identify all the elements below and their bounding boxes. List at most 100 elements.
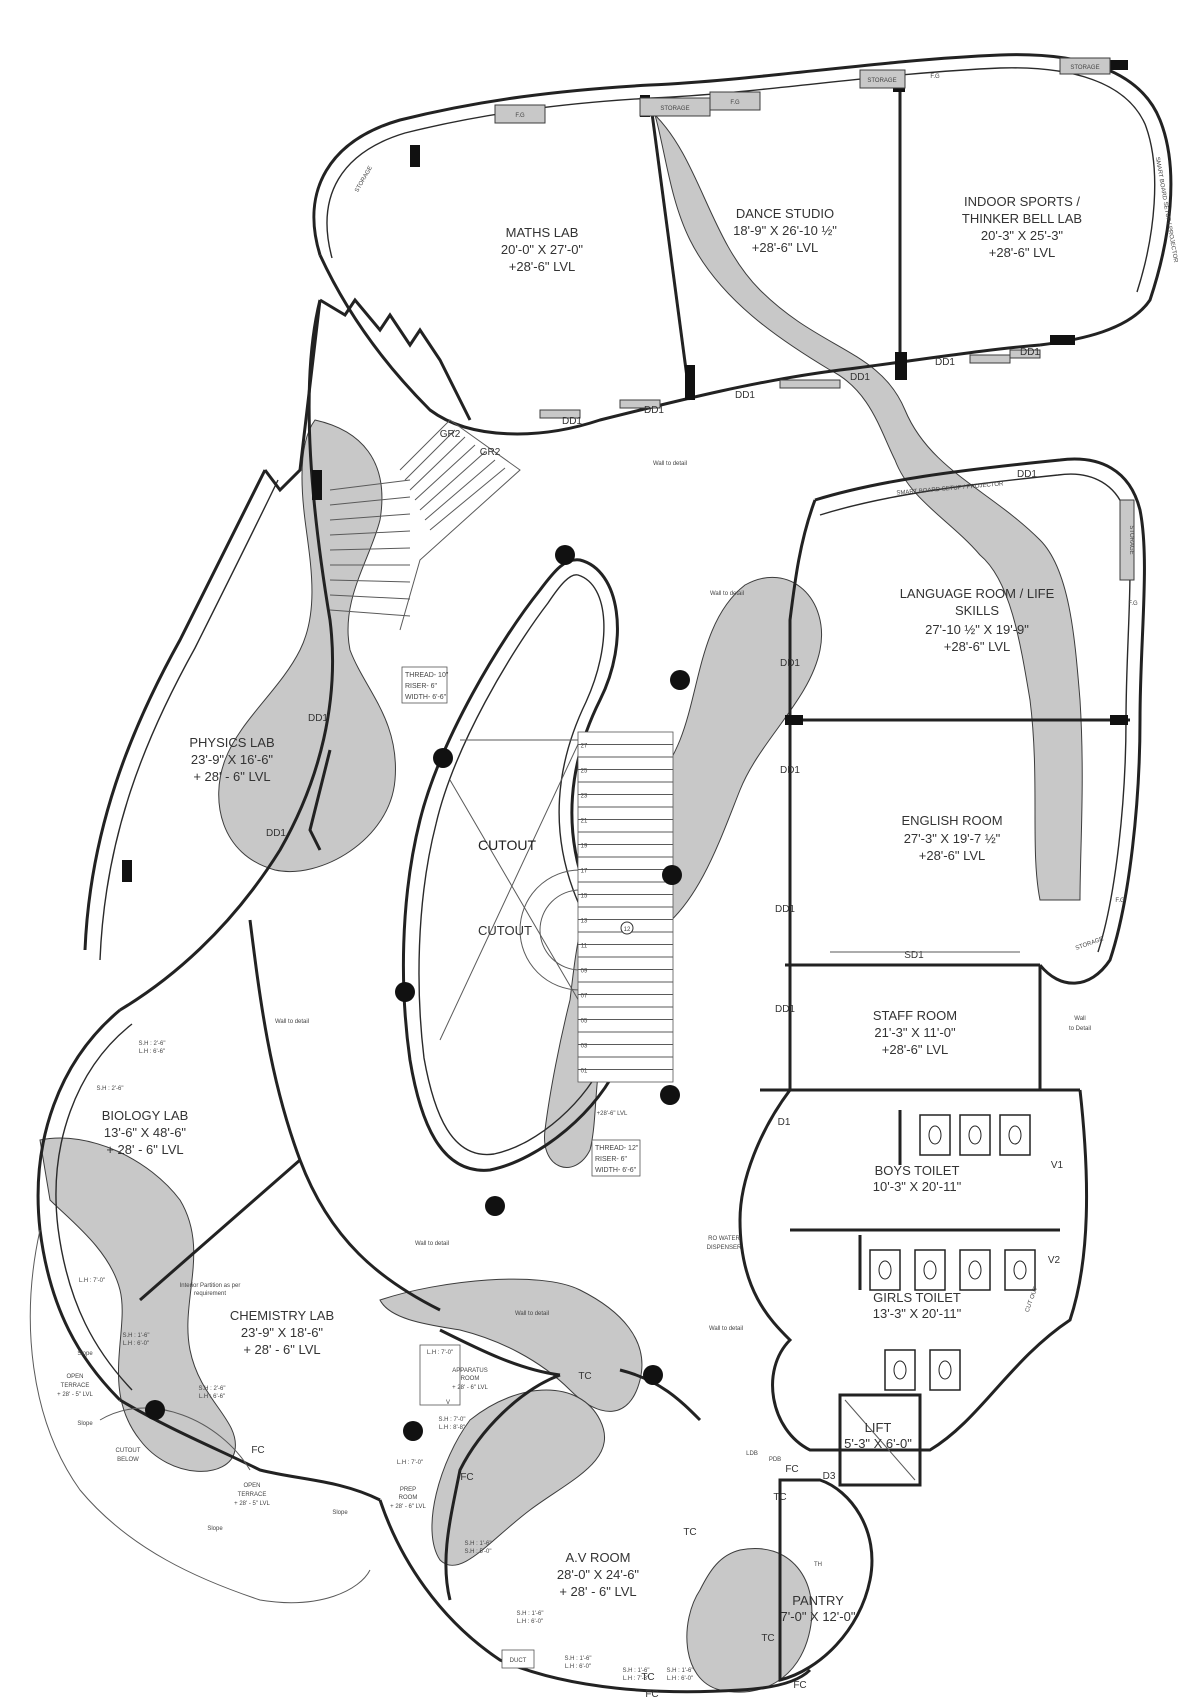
girls-toilet-name: GIRLS TOILET — [873, 1290, 961, 1305]
pantry-size: 7'-0" X 12'-0" — [781, 1609, 856, 1624]
physics-outer-glazing — [99, 479, 279, 961]
language-room-size: 27'-10 ½" X 19'-9" — [925, 622, 1029, 637]
d3-label: D3 — [823, 1471, 836, 1482]
wall-to-detail-av: Wall to detail — [515, 1311, 549, 1317]
smart-board-north-label: SMART BOARD SETUP / PROJECTOR — [1154, 156, 1179, 263]
north-wing: STORAGE F.G F.G STORAGE STORAGE F.G STOR… — [312, 53, 1179, 467]
av-east-curve — [619, 1368, 702, 1422]
wc-cubicle — [884, 1349, 916, 1391]
lh-6-6-a: L.H : 6'-6" — [139, 1049, 165, 1055]
ro-water-2: DISPENSER — [707, 1245, 742, 1251]
th-label: TH — [814, 1562, 822, 1568]
west-stair-wall-zig — [319, 297, 472, 421]
column-3 — [433, 748, 453, 768]
west-stair: GR2 GR2 — [319, 297, 521, 631]
terrace-outline-2 — [99, 1407, 251, 1471]
sh-2-6-c: S.H : 2'-6" — [199, 1386, 226, 1392]
stair-step-number: 17 — [581, 869, 588, 875]
terrace-outline — [29, 1229, 371, 1604]
lift-x-1 — [844, 1399, 916, 1481]
interior-partition-2: requirement — [194, 1291, 226, 1297]
sports-lab-level: +28'-6" LVL — [989, 245, 1056, 260]
english-room-size: 27'-3" X 19'-7 ½" — [904, 831, 1001, 846]
fg-2-label: F.G — [730, 100, 740, 106]
open-terrace-2-a: OPEN — [243, 1483, 260, 1489]
open-terrace-1-b: TERRACE — [61, 1383, 90, 1389]
central-stair-treads — [578, 744, 673, 1070]
storage-2-label: STORAGE — [867, 78, 896, 84]
lift-pantry: LIFT 5'-3" X 6'-0" PANTRY 7'-0" X 12'-0"… — [746, 1393, 922, 1691]
dd1-label-north-6: DD1 — [1020, 347, 1040, 358]
tc-av-1: TC — [578, 1371, 591, 1382]
south-west-labs: BIOLOGY LAB 13'-6" X 48'-6" + 28' - 6" L… — [29, 919, 549, 1604]
wall-to-detail-mid: Wall to detail — [415, 1241, 449, 1247]
zone-av-fc — [431, 1389, 606, 1566]
circulation-zones — [39, 113, 1083, 1693]
av-inner-curve — [444, 1373, 561, 1601]
wc-cubicle — [929, 1349, 961, 1391]
lh-5-0-prep: S.H : 5'-0" — [465, 1549, 492, 1555]
physics-pier-2 — [312, 470, 322, 500]
column-1 — [555, 545, 575, 565]
pier-5 — [410, 145, 420, 167]
apparatus-level: + 28' - 6" LVL — [452, 1385, 488, 1391]
dd1-label-north-2: DD1 — [644, 405, 664, 416]
east-pier-1 — [1110, 715, 1128, 725]
staff-room-level: +28'-6" LVL — [882, 1042, 949, 1057]
physics-lab-name: PHYSICS LAB — [189, 735, 274, 750]
fc-sw: FC — [251, 1445, 264, 1456]
zone-biology-chem — [39, 1137, 236, 1472]
fg-1-label: F.G — [515, 113, 525, 119]
biology-lab-level: + 28' - 6" LVL — [106, 1142, 183, 1157]
zone-wall-detail — [379, 1278, 643, 1412]
prep-room-1: PREP — [400, 1487, 416, 1493]
toilet-outer — [738, 1089, 1089, 1452]
d1-label: D1 — [778, 1117, 791, 1128]
av-room-size: 28'-0" X 24'-6" — [557, 1567, 640, 1582]
prep-room-level: + 28' - 6" LVL — [390, 1504, 426, 1510]
lh-7-3-av: L.H : 7'-3" — [623, 1676, 649, 1682]
v2-label: V2 — [1048, 1255, 1061, 1266]
sh-1-6-av4: S.H : 1'-6" — [667, 1668, 694, 1674]
stair-step-number: 11 — [581, 944, 588, 950]
dd1-east-1: DD1 — [1017, 469, 1037, 480]
sh-1-6-prep: S.H : 1'-6" — [465, 1541, 492, 1547]
wc-fixture — [968, 1125, 982, 1145]
sh-1-6-a: S.H : 1'-6" — [123, 1333, 150, 1339]
english-room-name: ENGLISH ROOM — [901, 813, 1002, 828]
sports-lab-name-2: THINKER BELL LAB — [962, 211, 1082, 226]
wc-cubicle — [919, 1114, 951, 1156]
open-terrace-1-c: + 28' - 5" LVL — [57, 1392, 93, 1398]
apparatus-label-2: ROOM — [461, 1376, 480, 1382]
dd1-east-3: DD1 — [780, 765, 800, 776]
interior-partition-1: Interior Partition as per — [180, 1283, 241, 1289]
cutout-x-2 — [439, 739, 581, 1041]
stair-step-number: 15 — [581, 894, 588, 900]
lh-7-0-app: L.H : 7'-0" — [427, 1350, 453, 1356]
wc-cubicle — [869, 1249, 901, 1291]
wall-to-detail-cutout: Wall to detail — [710, 591, 744, 597]
physics-outer-wall — [83, 469, 267, 951]
fg-2 — [709, 91, 761, 111]
chem-south-wall — [119, 1398, 381, 1502]
boys-toilet-name: BOYS TOILET — [875, 1163, 960, 1178]
tc-pantry: TC — [773, 1492, 786, 1503]
cutout-label: CUTOUT — [478, 837, 537, 853]
stair-note-lower-box — [591, 1139, 641, 1177]
av-room-level: + 28' - 6" LVL — [559, 1584, 636, 1599]
stair-step-number: 01 — [581, 1069, 588, 1075]
lh-8-8-app: L.H : 8'-8" — [439, 1425, 465, 1431]
sports-lab-name-1: INDOOR SPORTS / — [964, 194, 1080, 209]
ldb-label: LDB — [746, 1451, 758, 1457]
storage-3-label: STORAGE — [1070, 65, 1099, 71]
gr2-label-2: GR2 — [480, 447, 501, 458]
physics-pier-1 — [122, 860, 132, 882]
cutout-below-1: CUTOUT — [116, 1448, 141, 1454]
east-storage-1 — [1119, 499, 1135, 581]
lh-7-0-prep: L.H : 7'-0" — [397, 1460, 423, 1466]
north-doors — [539, 349, 1041, 419]
dd1-label-north-4: DD1 — [850, 372, 870, 383]
pier-6 — [1110, 60, 1128, 70]
stair-note-upper-1: THREAD- 10" — [405, 672, 449, 679]
boys-toilet-size: 10'-3" X 20'-11" — [873, 1179, 962, 1194]
